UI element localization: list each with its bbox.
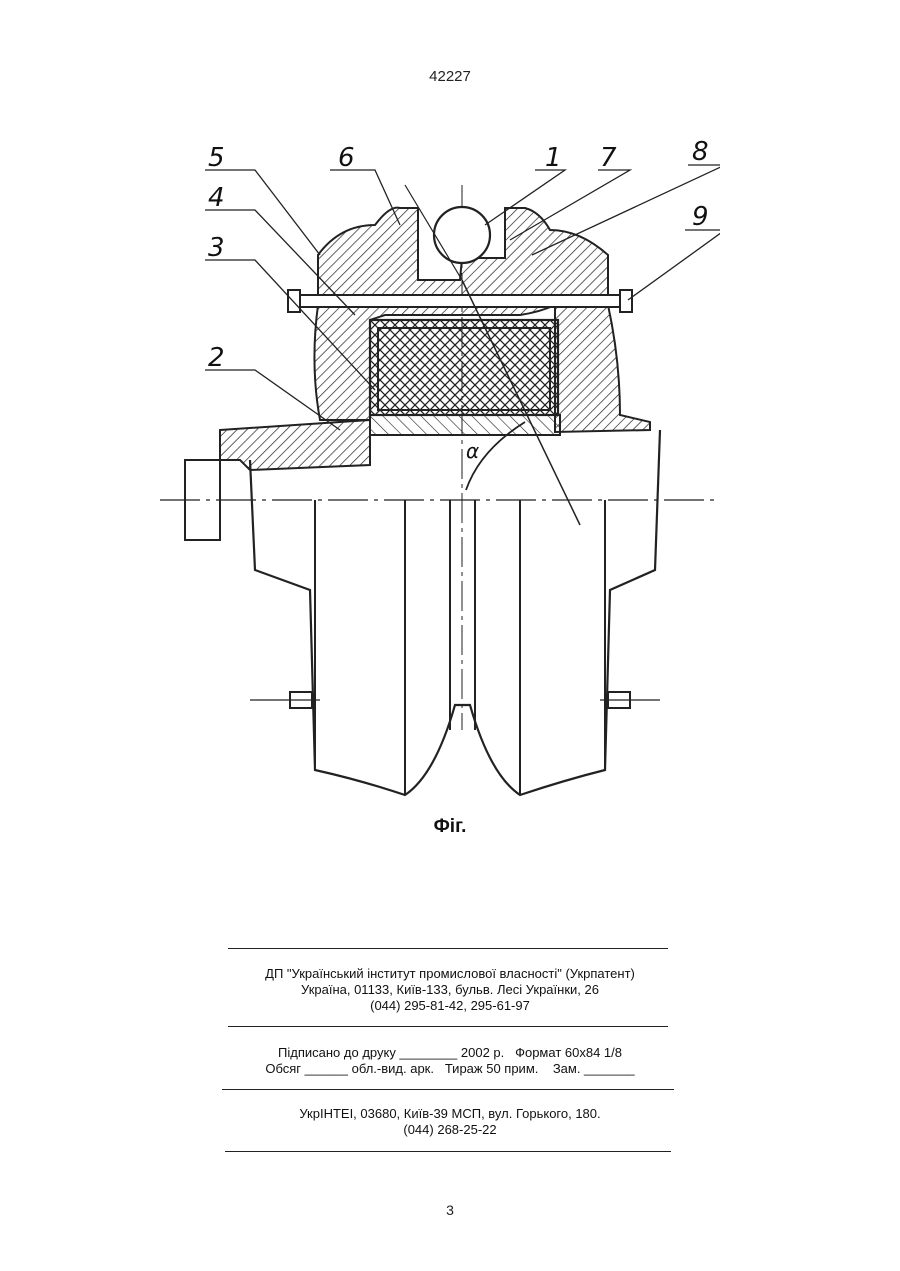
printer-line-1: УкрІНТЕІ, 03680, Київ-39 МСП, вул. Горьк… — [0, 1106, 900, 1122]
printer-block: УкрІНТЕІ, 03680, Київ-39 МСП, вул. Горьк… — [0, 1106, 900, 1138]
part-3-coil — [370, 320, 558, 415]
divider-2 — [228, 1026, 668, 1027]
label-6: 6 — [338, 143, 355, 173]
part-1-ball — [434, 207, 490, 263]
part-9-bolt — [295, 295, 625, 307]
wheel-rim — [250, 430, 660, 795]
document-number: 42227 — [0, 68, 900, 85]
label-1: 1 — [545, 143, 562, 173]
publisher-block: ДП "Український інститут промислової вла… — [0, 966, 900, 1014]
print-info-line-2: Обсяг ______ обл.-вид. арк. Тираж 50 при… — [0, 1061, 900, 1077]
divider-4 — [225, 1151, 671, 1152]
label-3: 3 — [208, 233, 225, 263]
page-number: 3 — [0, 1202, 900, 1218]
label-5: 5 — [208, 143, 225, 173]
print-info-line-1: Підписано до друку ________ 2002 р. Форм… — [0, 1045, 900, 1061]
label-9: 9 — [692, 202, 709, 232]
divider-3 — [222, 1089, 674, 1090]
publisher-line-1: ДП "Український інститут промислової вла… — [0, 966, 900, 982]
label-4: 4 — [208, 183, 225, 213]
part-2-flange — [220, 420, 370, 470]
divider-1 — [228, 948, 668, 949]
publisher-line-2: Україна, 01133, Київ-133, бульв. Лесі Ук… — [0, 982, 900, 998]
publisher-line-3: (044) 295-81-42, 295-61-97 — [0, 998, 900, 1014]
angle-label: α — [466, 439, 479, 463]
label-8: 8 — [692, 137, 709, 167]
print-info-block: Підписано до друку ________ 2002 р. Форм… — [0, 1045, 900, 1077]
printer-line-2: (044) 268-25-22 — [0, 1122, 900, 1138]
label-2: 2 — [208, 343, 225, 373]
label-7: 7 — [600, 143, 617, 173]
technical-drawing: 5 6 1 7 8 4 3 2 9 α — [160, 130, 720, 810]
figure-caption: Фіг. — [0, 816, 900, 838]
